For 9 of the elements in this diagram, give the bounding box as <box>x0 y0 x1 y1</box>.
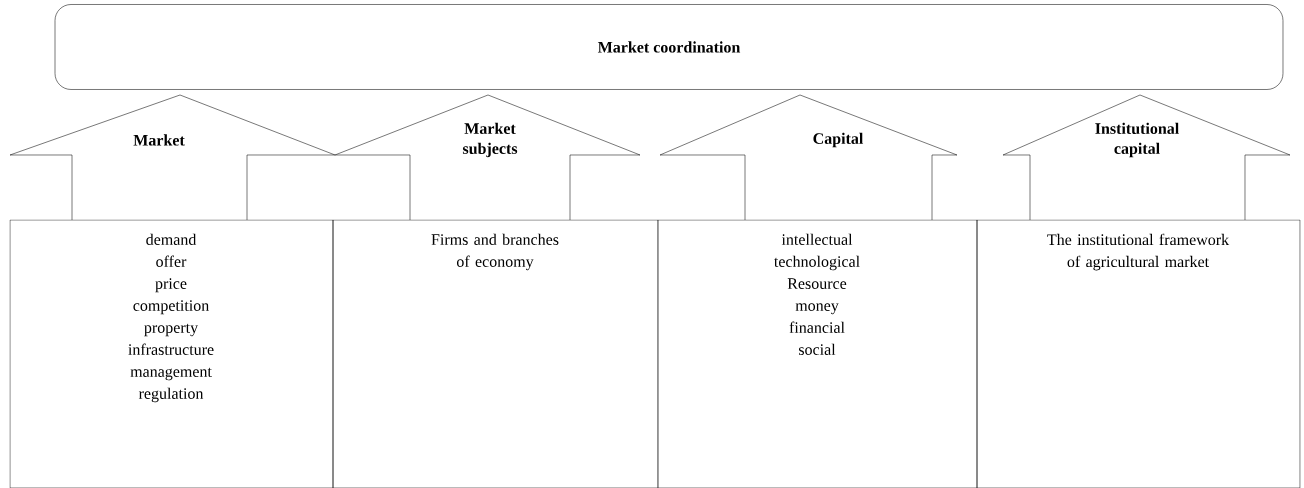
content-box: Firms and branches of economy <box>332 219 659 488</box>
pointed-box: Market <box>9 94 336 221</box>
pointed-box: Capital <box>659 94 958 221</box>
pointed-box: Institutional capital <box>1002 94 1291 221</box>
title-box: Market coordination <box>54 4 1284 90</box>
content-box: demand offer price competition property infrastructure management regulation <box>9 219 334 488</box>
content-box: The institutional framework of agricultural market <box>976 219 1301 488</box>
pointed-box: Market subjects <box>334 94 641 221</box>
content-box: intellectual technological Resource money financial social <box>657 219 978 488</box>
